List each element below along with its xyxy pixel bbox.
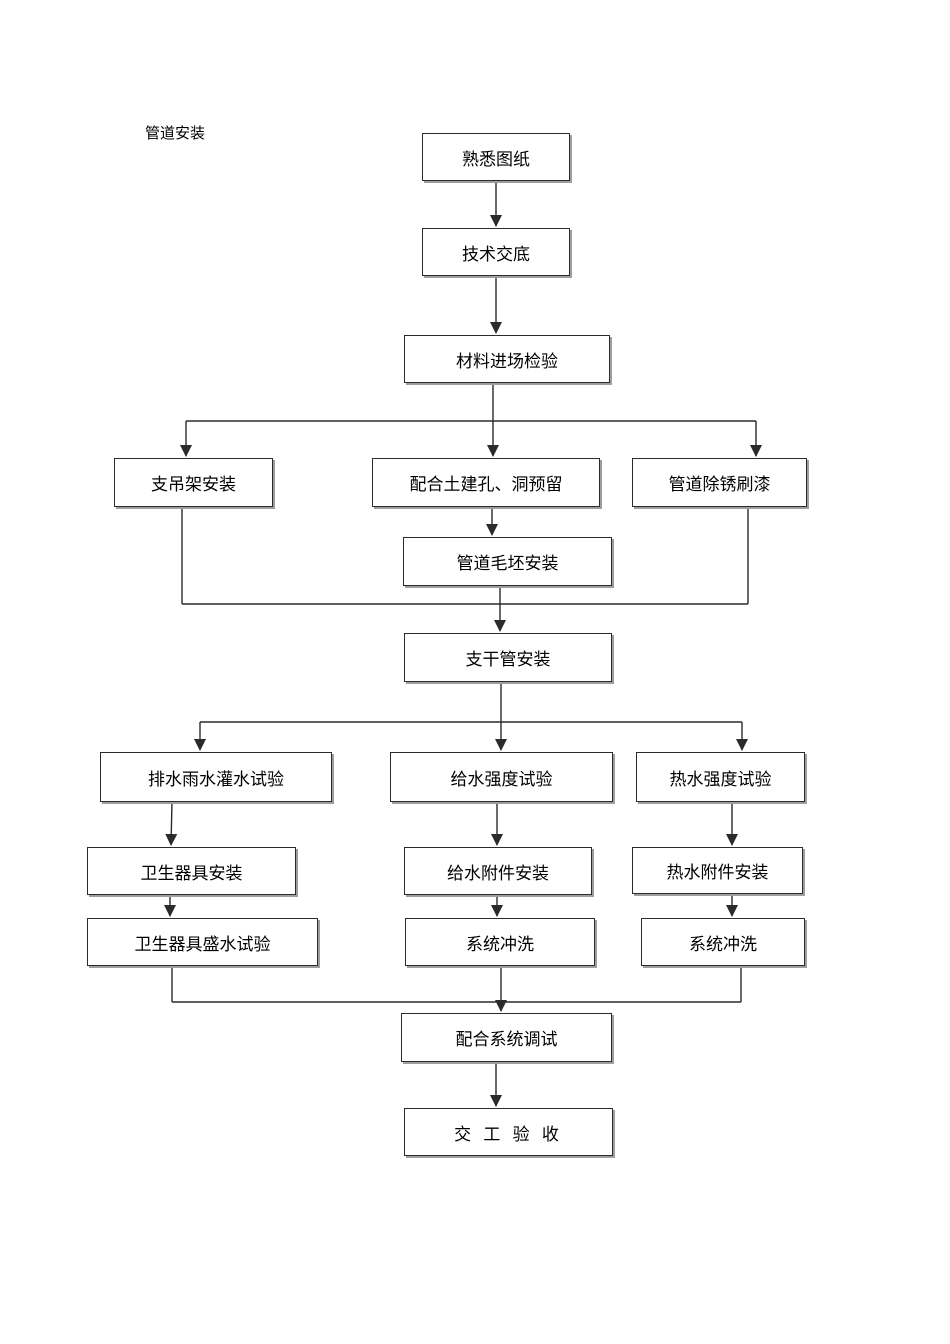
flow-node-water-supply-accessories: 给水附件安装	[404, 847, 592, 895]
flow-node-drain-rainwater-filling-test: 排水雨水灌水试验	[100, 752, 332, 802]
flow-node-material-entry-inspection: 材料进场检验	[404, 335, 610, 383]
flow-node-system-flushing-water-supply: 系统冲洗	[405, 918, 595, 966]
flow-node-water-supply-strength-test: 给水强度试验	[390, 752, 613, 802]
flow-node-civil-hole-reservation: 配合土建孔、洞预留	[372, 458, 600, 507]
page-title: 管道安装	[145, 126, 206, 142]
flow-node-sanitary-ware-installation: 卫生器具安装	[87, 847, 296, 895]
flow-node-familiarize-drawings: 熟悉图纸	[422, 133, 570, 181]
flow-node-pipe-derusting-painting: 管道除锈刷漆	[632, 458, 807, 507]
flow-node-hot-water-strength-test: 热水强度试验	[636, 752, 805, 802]
flow-node-branch-main-pipe-installation: 支干管安装	[404, 633, 612, 682]
flow-node-support-hanger-installation: 支吊架安装	[114, 458, 273, 507]
flow-node-system-commissioning: 配合系统调试	[401, 1013, 612, 1062]
edge-group	[164, 181, 762, 1107]
edge-draintest-to-sanitary	[165, 801, 178, 846]
flow-node-sanitary-ware-water-test: 卫生器具盛水试验	[87, 918, 318, 966]
flow-node-technical-disclosure: 技术交底	[422, 228, 570, 276]
flow-node-hot-water-accessories: 热水附件安装	[632, 847, 803, 894]
flow-node-completion-acceptance: 交 工 验 收	[404, 1108, 613, 1156]
flow-node-pipe-rough-installation: 管道毛坯安装	[403, 537, 612, 586]
flow-node-system-flushing-hot-water: 系统冲洗	[641, 918, 805, 966]
